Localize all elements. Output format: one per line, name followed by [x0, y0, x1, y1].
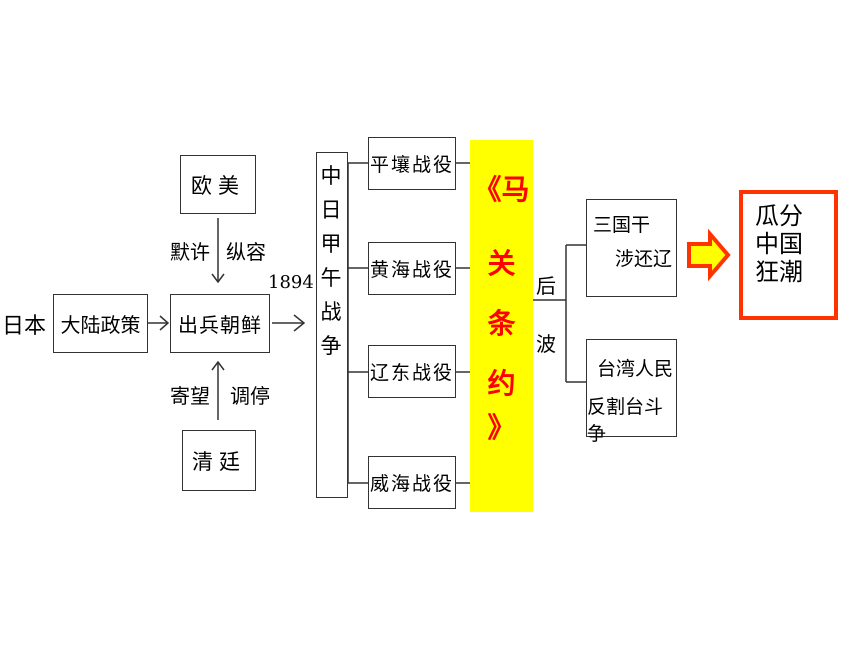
taiwan-resistance-line-2: 反割台斗争 [587, 396, 664, 445]
battle-yellow-sea-box: 黄海战役 [368, 242, 456, 295]
aftermath-label-1: 后 [536, 274, 556, 298]
tacit-label: 默许 [170, 240, 210, 264]
war-char: 战 [320, 300, 344, 324]
war-char: 争 [320, 334, 344, 358]
war-char: 中 [320, 164, 344, 188]
battle-liaodong-box: 辽东战役 [368, 345, 456, 398]
hope-label: 寄望 [170, 384, 210, 408]
continental-policy-box: 大陆政策 [53, 294, 148, 353]
send-troops-box: 出兵朝鲜 [170, 294, 270, 353]
treaty-char: 约 [487, 367, 516, 400]
treaty-char: 》 [487, 411, 516, 444]
battle-pyongyang-box: 平壤战役 [368, 137, 456, 190]
taiwan-resistance-box: 台湾人民 反割台斗争 [586, 339, 677, 445]
result-arrow-icon [687, 228, 731, 282]
result-line: 瓜分 [755, 202, 803, 230]
mediate-label: 调停 [230, 384, 270, 408]
result-line: 中国 [755, 230, 803, 258]
triple-intervention-box: 三国干 涉还辽 [586, 199, 677, 297]
aftermath-label-2: 波 [536, 332, 556, 356]
war-char: 甲 [320, 232, 344, 256]
partition-of-china-box: 瓜分 中国 狂潮 [739, 190, 838, 320]
result-line: 狂潮 [755, 258, 803, 286]
qing-court-box: 清廷 [182, 430, 256, 491]
treaty-char: 《马 [473, 173, 530, 206]
triple-intervention-line-1: 三国干 [593, 214, 651, 236]
japan-label: 日本 [2, 314, 47, 339]
europe-america-box: 欧美 [180, 155, 256, 214]
treaty-char: 条 [487, 307, 516, 340]
taiwan-resistance-line-1: 台湾人民 [597, 358, 674, 380]
sino-japanese-war-box: 中 日 甲 午 战 争 [316, 152, 348, 498]
treaty-char: 关 [487, 247, 516, 280]
war-char: 日 [320, 198, 344, 222]
battle-weihai-box: 威海战役 [368, 456, 456, 509]
treaty-of-shimonoseki-panel: 《马 关 条 约 》 [470, 140, 533, 512]
war-char: 午 [320, 266, 344, 290]
year-label: 1894 [268, 272, 314, 293]
indulge-label: 纵容 [226, 240, 266, 264]
triple-intervention-line-2: 涉还辽 [615, 248, 673, 270]
